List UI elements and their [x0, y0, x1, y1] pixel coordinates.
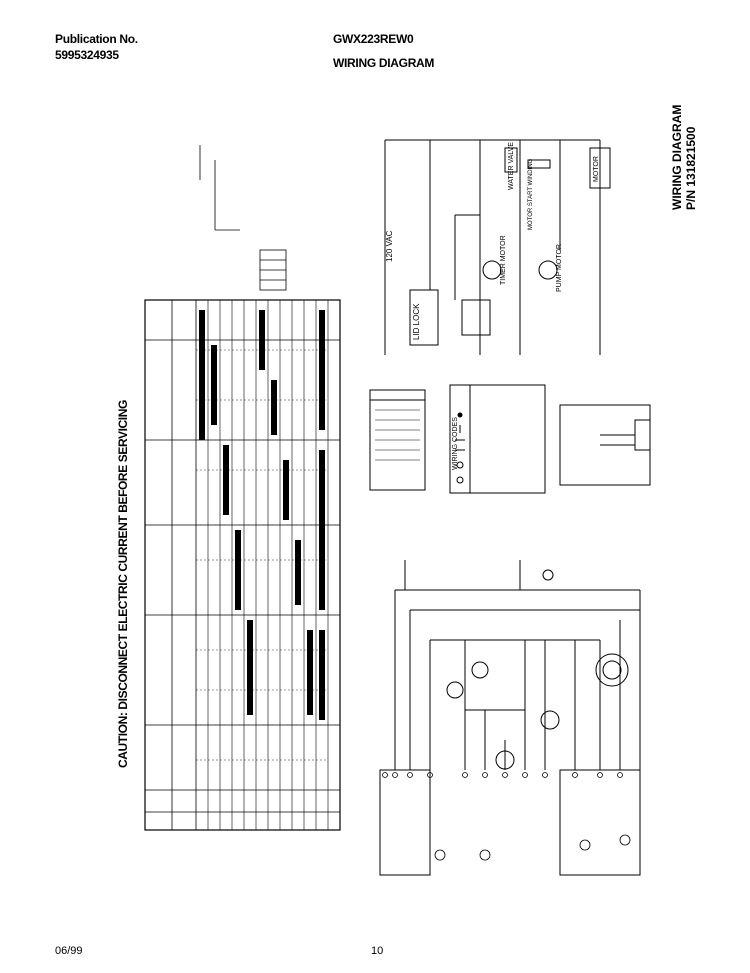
page-title: WIRING DIAGRAM: [333, 56, 435, 70]
lid-lock-label: LID LOCK: [412, 303, 421, 340]
footer-page-number: 10: [371, 945, 384, 957]
publication-number: 5995324935: [55, 48, 119, 62]
service-cord-inset: [559, 404, 651, 486]
lower-schematic: [379, 560, 641, 876]
motor-label: MOTOR: [593, 156, 600, 182]
timer-motor-lower-symbol: [495, 750, 515, 770]
publication-label: Publication No.: [55, 32, 138, 46]
pump-motor-label: PUMP MOTOR: [556, 244, 563, 292]
footer-date: 06/99: [55, 945, 83, 957]
wiring-codes-legend: [369, 384, 546, 494]
wiring-codes-title: WIRING CODES: [452, 417, 459, 470]
timer-sequence-chart: [144, 299, 341, 831]
voltage-label: 120 VAC: [385, 230, 394, 262]
pump-motor-symbol: [538, 260, 558, 280]
pump-lower-symbol: [540, 710, 560, 730]
timer-motor-symbol: [482, 260, 502, 280]
selector-switch-symbol: [446, 681, 464, 699]
timer-notes-block: [199, 145, 287, 291]
motor-box: [589, 147, 611, 189]
timer-motor-label: TIMER MOTOR: [500, 235, 507, 285]
lid-lock-box: [409, 289, 439, 346]
water-valve-label: WATER VALVE: [508, 142, 515, 190]
motor-start-winding-label: MOTOR START WINDING: [528, 158, 534, 230]
upper-schematic: [384, 139, 611, 355]
main-motor-symbol: [595, 653, 629, 687]
model-number: GWX223REW0: [333, 32, 414, 46]
